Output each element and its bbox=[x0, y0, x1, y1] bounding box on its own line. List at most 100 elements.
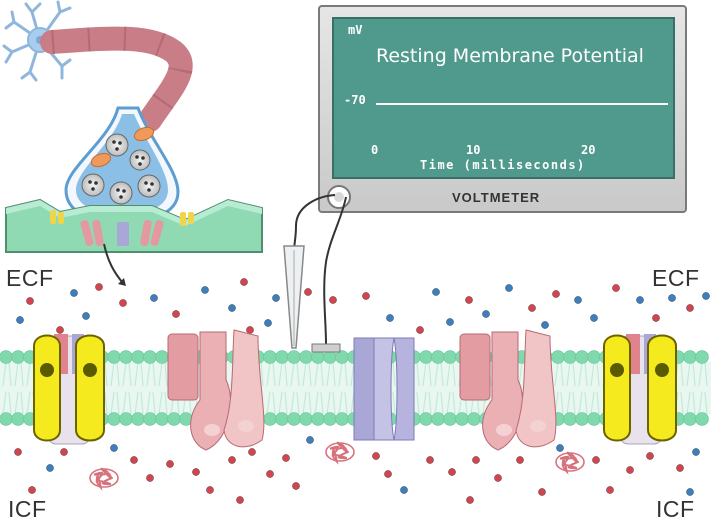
ecf-label-left: ECF bbox=[6, 265, 54, 291]
potassium-ion bbox=[150, 294, 158, 302]
lipid-head bbox=[575, 350, 589, 364]
potassium-ion bbox=[556, 444, 564, 452]
zoom-arrow bbox=[103, 243, 123, 283]
sodium-ion bbox=[686, 304, 694, 312]
protein-tangle bbox=[329, 441, 349, 465]
sodium-ion bbox=[426, 456, 434, 464]
lipid-head bbox=[587, 350, 601, 364]
potassium-ion bbox=[400, 486, 408, 494]
sodium-ion bbox=[626, 466, 634, 474]
microelectrode-icon bbox=[283, 245, 305, 349]
sodium-ion bbox=[146, 474, 154, 482]
lipid-head bbox=[587, 412, 601, 426]
lipid-head bbox=[131, 412, 145, 426]
sodium-ion bbox=[538, 488, 546, 496]
leak-channel bbox=[353, 337, 415, 441]
voltmeter-x-tick-0: 0 bbox=[371, 143, 379, 157]
sodium-ion bbox=[448, 468, 456, 476]
sodium-ion bbox=[466, 496, 474, 504]
sodium-ion bbox=[465, 296, 473, 304]
lipid-head bbox=[311, 412, 325, 426]
ions bbox=[14, 278, 710, 504]
sodium-ion bbox=[166, 460, 174, 468]
lipid-head bbox=[11, 350, 25, 364]
lipid-head bbox=[683, 412, 697, 426]
lipid-head bbox=[431, 412, 445, 426]
potassium-ion bbox=[46, 464, 54, 472]
lipid-head bbox=[467, 412, 481, 426]
sodium-ion bbox=[362, 292, 370, 300]
lipid-head bbox=[155, 350, 169, 364]
sodium-ion bbox=[56, 326, 64, 334]
lipid-head bbox=[287, 350, 301, 364]
sodium-ion bbox=[304, 288, 312, 296]
lipid-head bbox=[263, 412, 277, 426]
lipid-head bbox=[275, 412, 289, 426]
potassium-ion bbox=[482, 310, 490, 318]
voltage-gated-channel-left bbox=[167, 329, 265, 451]
wire-to-reference bbox=[323, 196, 347, 345]
sodium-ion bbox=[676, 464, 684, 472]
sodium-ion bbox=[240, 278, 248, 286]
lipid-head bbox=[167, 412, 181, 426]
lipid-head bbox=[155, 412, 169, 426]
lipid-head bbox=[299, 350, 313, 364]
sodium-ion bbox=[384, 470, 392, 478]
sodium-ion bbox=[26, 297, 34, 305]
lipid-head bbox=[107, 350, 121, 364]
sodium-ion bbox=[130, 456, 138, 464]
lipid-head bbox=[575, 412, 589, 426]
lipid-head bbox=[131, 350, 145, 364]
protein-tangle bbox=[559, 451, 579, 475]
voltmeter-screen bbox=[332, 17, 675, 179]
sodium-ion bbox=[192, 468, 200, 476]
sodium-ion bbox=[60, 448, 68, 456]
lipid-head bbox=[299, 412, 313, 426]
lipid-head bbox=[323, 412, 337, 426]
sodium-ion bbox=[248, 448, 256, 456]
sodium-ion bbox=[516, 456, 524, 464]
voltmeter-x-tick-2: 20 bbox=[581, 143, 596, 157]
voltmeter-title: Resting Membrane Potential bbox=[376, 45, 644, 67]
sodium-ion bbox=[282, 454, 290, 462]
sodium-ion bbox=[119, 299, 127, 307]
sodium-ion bbox=[95, 283, 103, 291]
lipid-head bbox=[419, 412, 433, 426]
potassium-ion bbox=[306, 436, 314, 444]
lipid-head bbox=[0, 412, 13, 426]
potassium-ion bbox=[70, 289, 78, 297]
lipid-head bbox=[431, 350, 445, 364]
lipid-head bbox=[419, 350, 433, 364]
sodium-ion bbox=[28, 486, 36, 494]
potassium-ion bbox=[574, 296, 582, 304]
lipid-head bbox=[107, 412, 121, 426]
lipid-head bbox=[0, 350, 13, 364]
synaptic-vesicles bbox=[81, 133, 161, 205]
lipid-head bbox=[143, 350, 157, 364]
synapse-icon bbox=[64, 106, 180, 224]
sodium-ion bbox=[592, 456, 600, 464]
sodium-ion bbox=[528, 304, 536, 312]
potassium-ion bbox=[16, 316, 24, 324]
lipid-head bbox=[695, 412, 709, 426]
lipid-head bbox=[335, 412, 349, 426]
sodium-ion bbox=[236, 496, 244, 504]
voltmeter-unit: mV bbox=[348, 23, 363, 37]
lipid-head bbox=[563, 350, 577, 364]
sodium-ion bbox=[206, 486, 214, 494]
sodium-ion bbox=[416, 326, 424, 334]
icf-label-right: ICF bbox=[656, 496, 695, 522]
voltmeter-device-label: VOLTMETER bbox=[452, 190, 541, 205]
potassium-ion bbox=[590, 314, 598, 322]
lipid-head bbox=[119, 412, 133, 426]
potassium-ion bbox=[668, 294, 676, 302]
potassium-ion bbox=[386, 314, 394, 322]
lipid-head bbox=[455, 412, 469, 426]
lipid-head bbox=[287, 412, 301, 426]
lipid-head bbox=[563, 412, 577, 426]
postsynaptic-membrane bbox=[5, 198, 263, 253]
sodium-ion bbox=[652, 314, 660, 322]
sodium-ion bbox=[472, 456, 480, 464]
ecf-label-right: ECF bbox=[652, 265, 700, 291]
